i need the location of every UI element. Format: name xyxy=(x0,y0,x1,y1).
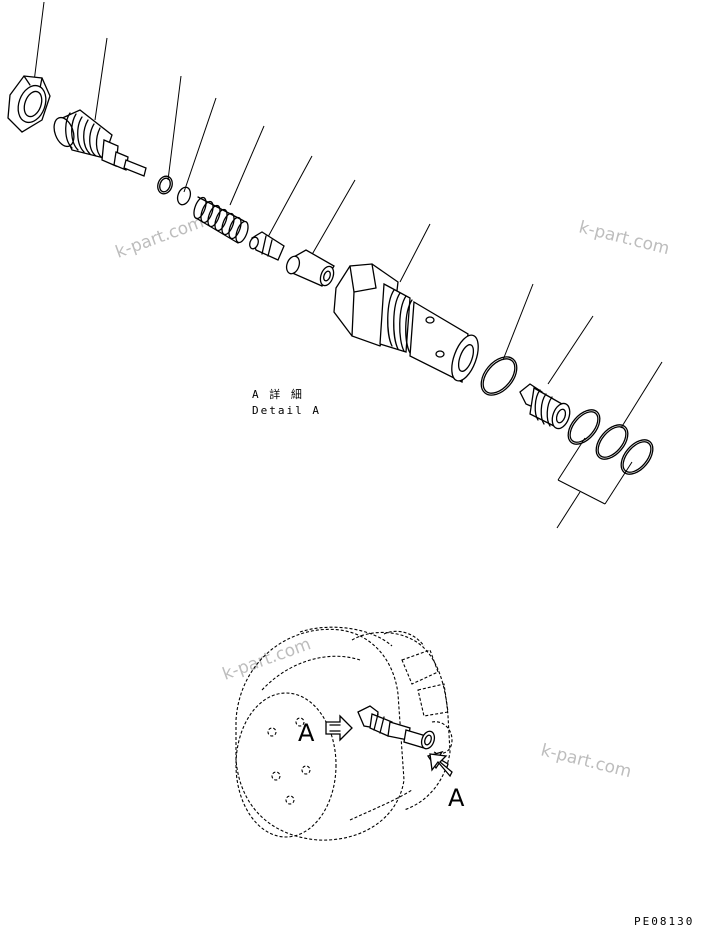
sleeve-part xyxy=(285,249,335,287)
view-marker-a-left: A xyxy=(298,719,315,747)
watermark-1: k-part.com xyxy=(113,212,207,262)
poppet-part xyxy=(249,231,285,261)
o-ring-small-part xyxy=(176,186,192,206)
hex-nut-part xyxy=(7,75,51,133)
view-marker-a-bottom: A xyxy=(448,784,465,812)
backup-ring-part xyxy=(157,175,173,195)
drawing-code: PE08130 xyxy=(634,915,694,928)
adjuster-plug-part xyxy=(53,109,147,177)
view-arrow-horizontal xyxy=(325,714,353,742)
view-arrow-diagonal xyxy=(426,750,453,778)
seal-ring-set-part xyxy=(567,409,654,475)
detail-title-en: Detail A xyxy=(252,404,321,417)
spring-part xyxy=(193,196,249,244)
valve-body-part xyxy=(333,263,479,383)
watermark-4: k-part.com xyxy=(539,740,634,782)
watermark-3: k-part.com xyxy=(220,634,314,684)
travel-motor-assembly xyxy=(235,626,453,841)
detail-title-jp: A 詳 細 xyxy=(252,387,304,401)
check-plug-part xyxy=(519,383,571,430)
watermark-2: k-part.com xyxy=(577,217,672,259)
leader-lines xyxy=(33,1,663,529)
o-ring-large-part xyxy=(480,356,518,396)
